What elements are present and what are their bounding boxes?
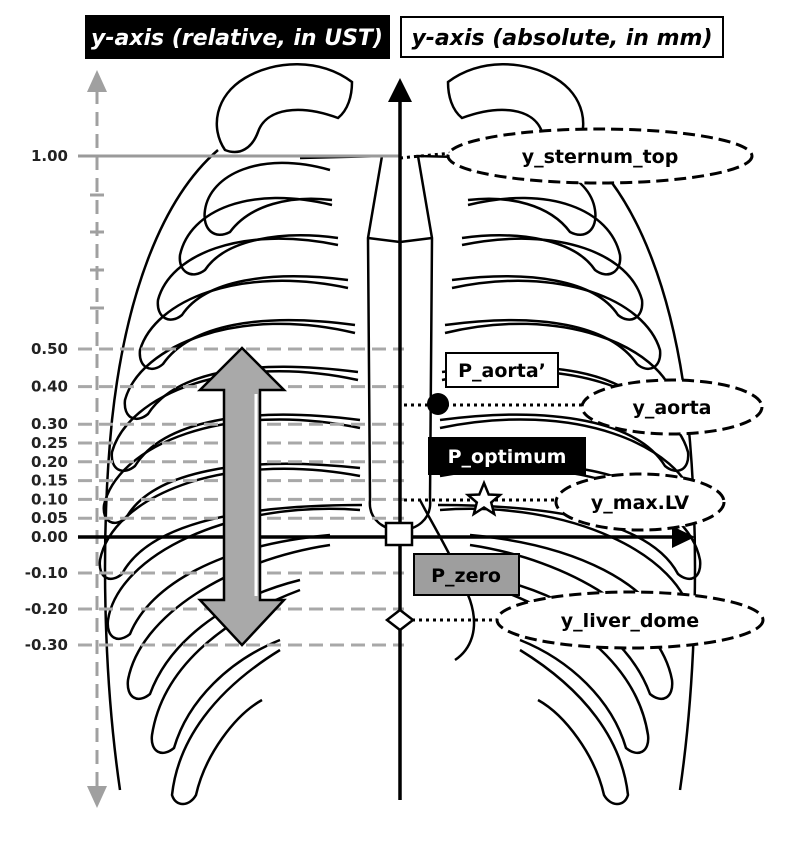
tick-label: 0.20 [31,453,68,471]
aorta-label: y_aorta [632,397,711,419]
tick-label: 0.50 [31,340,68,358]
sternum-top-label: y_sternum_top [522,146,679,168]
range-double-arrow [200,348,284,645]
header-relative-text: y-axis (relative, in UST) [91,26,383,51]
tick-label: 0.05 [31,509,68,527]
tick-label: 1.00 [31,147,68,165]
header-absolute: y-axis (absolute, in mm) [401,17,723,57]
liver-dome-diamond-marker [387,610,413,630]
zero-label: P_zero [431,565,501,587]
tick-labels: 1.00 0.50 0.40 0.300.250.200.150.100.050.00… [25,147,68,654]
tick-label: -0.30 [25,636,68,654]
tick-label: 0.30 [31,415,68,433]
tick-label: 0.10 [31,490,68,508]
ellipse-max-lv: y_max.LV [556,474,724,530]
aorta-prime-label: P_aorta’ [458,360,546,382]
optimum-label: P_optimum [448,446,567,468]
header-absolute-text: y-axis (absolute, in mm) [411,26,712,51]
tick-label: -0.20 [25,600,68,618]
liver-dome-label: y_liver_dome [561,610,699,632]
aorta-point-marker [427,393,449,415]
ellipse-aorta: y_aorta [582,380,762,434]
tick-label: 0.25 [31,434,68,452]
max-lv-label: y_max.LV [591,492,689,514]
ellipse-liver-dome: y_liver_dome [497,592,763,648]
tick-label: 0.00 [31,528,68,546]
tick-label: 0.40 [31,378,68,396]
box-aorta-prime: P_aorta’ [446,353,558,387]
tick-label: 0.15 [31,472,68,490]
tick-label: -0.10 [25,564,68,582]
box-optimum: P_optimum [428,437,586,475]
relative-y-axis [87,70,107,808]
box-zero: P_zero [414,554,519,595]
zero-square-marker [386,523,412,545]
ellipse-sternum-top: y_sternum_top [448,129,752,183]
header-relative: y-axis (relative, in UST) [85,15,390,59]
